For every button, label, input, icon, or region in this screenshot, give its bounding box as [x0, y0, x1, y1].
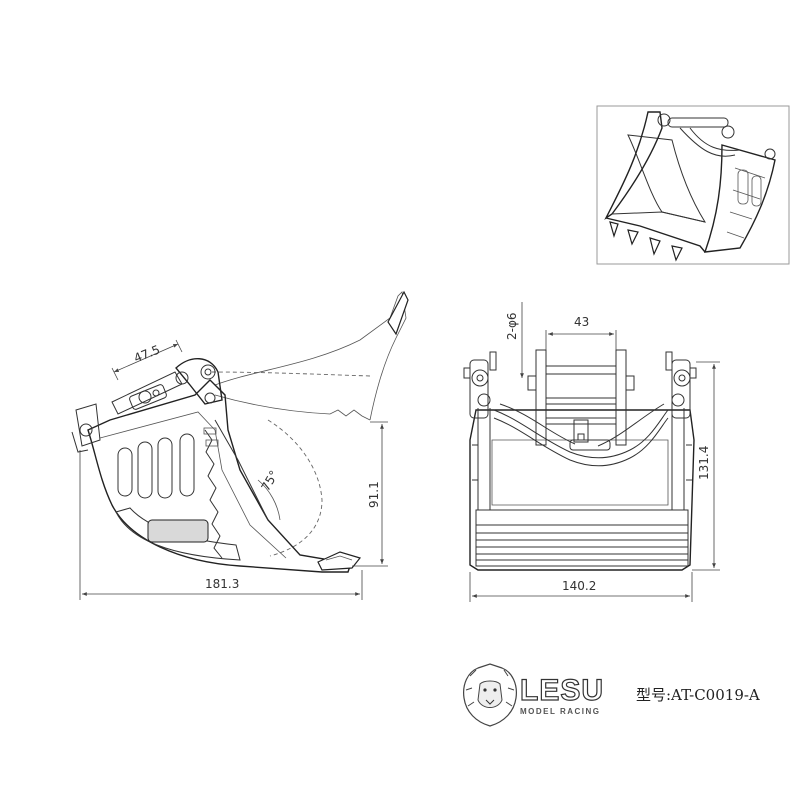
dimension-front-width: 140.2 [562, 579, 596, 593]
dimension-length: 181.3 [205, 577, 239, 591]
right-cylinder [665, 351, 697, 419]
inset-frame [596, 105, 790, 265]
left-cylinder [463, 351, 497, 419]
side-view: 75° 47.5 91.1 181.3 [71, 290, 409, 600]
bucket-bottom-plate [475, 509, 689, 567]
dimension-front-height: 131.4 [697, 446, 711, 480]
swing-arc [211, 371, 371, 377]
serrated-edge [204, 429, 223, 559]
side-linkage [71, 358, 223, 453]
mounting-bracket [527, 349, 635, 446]
bucket-tooth [317, 551, 362, 571]
side-slot [117, 447, 133, 497]
perspective-bucket [604, 111, 776, 262]
bucket-front-body [469, 409, 695, 571]
brand-name: LESU [520, 674, 604, 707]
dimension-opening: 47.5 [132, 342, 162, 365]
brand-subtitle: MODEL RACING [520, 707, 601, 716]
dimension-height: 91.1 [367, 481, 381, 508]
swung-position-outline [214, 291, 407, 421]
side-slot [137, 441, 153, 499]
angle-label: 75° [258, 468, 281, 493]
model-number: 型号:AT-C0019-A [636, 686, 760, 704]
side-slot [157, 437, 173, 499]
lion-logo-icon [463, 663, 517, 727]
bucket-side-plate [87, 379, 351, 573]
dimension-hole: 2-φ6 [505, 312, 519, 340]
side-slot [179, 433, 195, 497]
dimension-inner-width: 43 [574, 315, 589, 329]
perspective-view-inset [596, 105, 790, 265]
side-bottom-window [147, 519, 209, 543]
front-view: 2-φ6 43 131.4 140.2 [463, 302, 720, 602]
